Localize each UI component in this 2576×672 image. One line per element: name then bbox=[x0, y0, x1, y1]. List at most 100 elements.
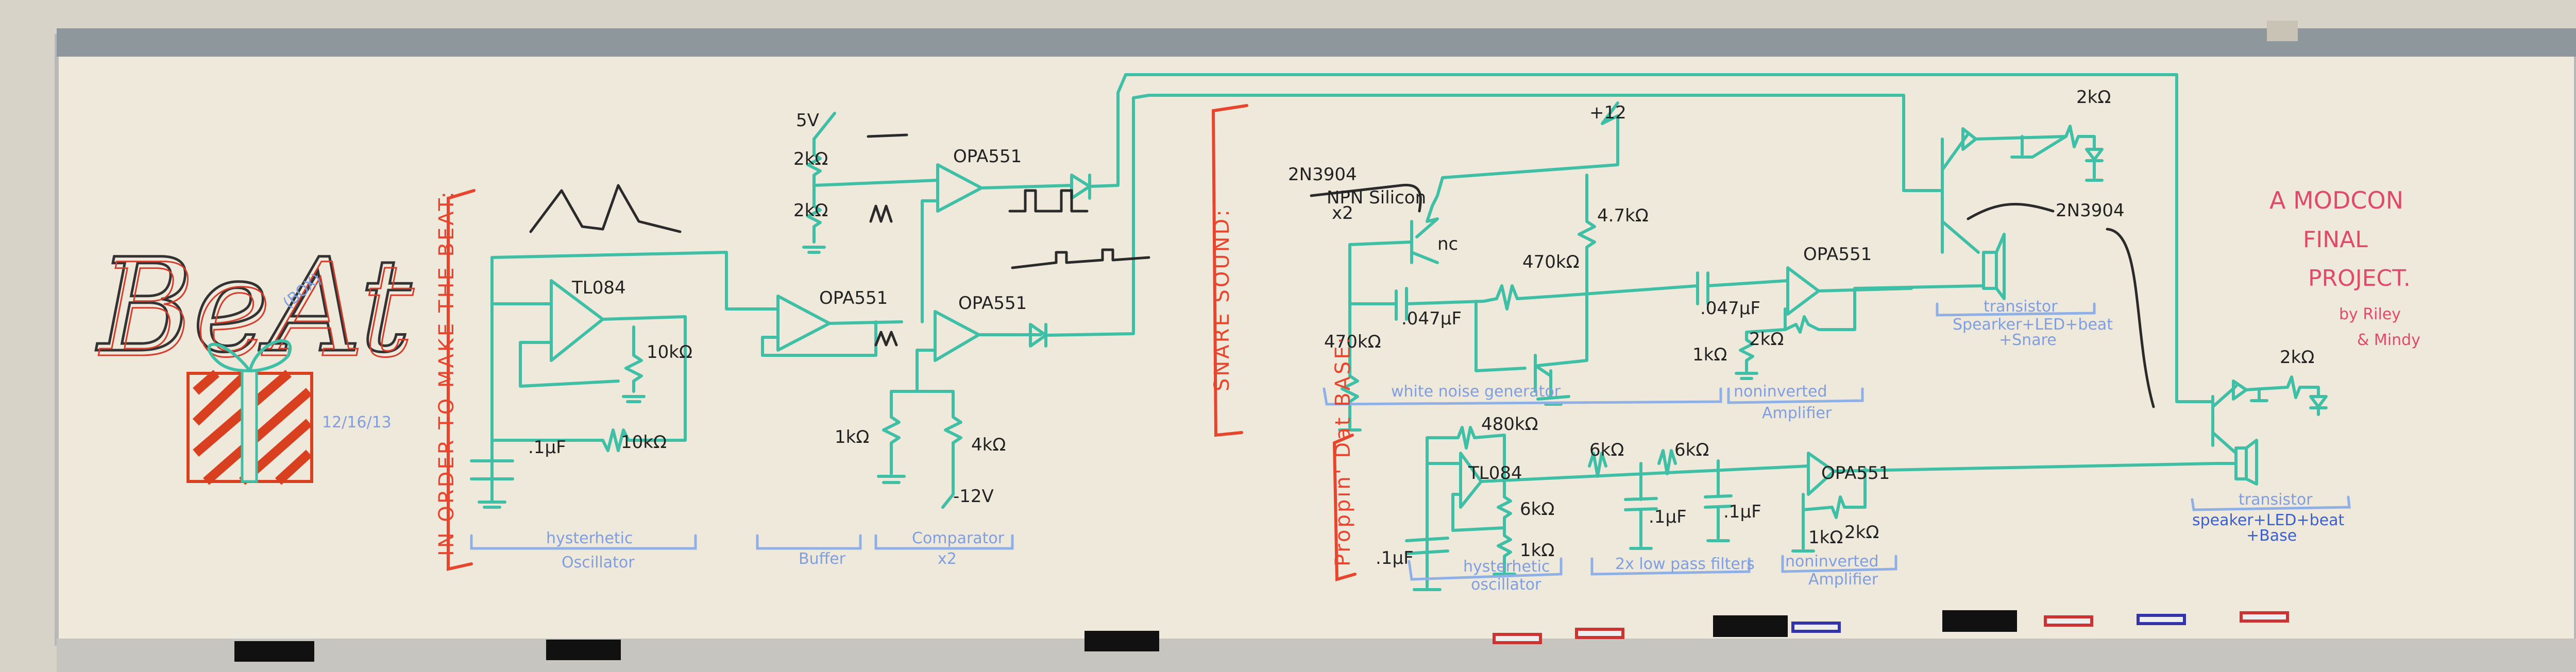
buffer-circuit: OPA551 bbox=[761, 288, 903, 357]
base-amp-opamp-label: OPA551 bbox=[1821, 463, 1890, 484]
stage1-resistor-label: 2kΩ bbox=[2076, 87, 2111, 108]
stage1-label3: +Snare bbox=[1999, 331, 2057, 349]
lp-r1-label: 6kΩ bbox=[1589, 440, 1624, 460]
eraser[interactable] bbox=[1713, 615, 1788, 637]
erasers bbox=[234, 610, 2017, 662]
base-cap-label: .1µF bbox=[1376, 548, 1414, 568]
label-hysteretic: hysterhetic bbox=[546, 529, 633, 547]
snare-gain-r2-label: 2kΩ bbox=[1749, 329, 1784, 350]
title-by: by Riley bbox=[2339, 305, 2401, 323]
base-opamp-label: TL084 bbox=[1468, 463, 1522, 484]
white-noise-generator-circuit: 2N3904 NPN Silicon x2 +12 nc 4.7kΩ 470kΩ… bbox=[1288, 101, 1913, 432]
rail-clip bbox=[2267, 21, 2298, 41]
snare-section: SNARE SOUND: 2N3904 NPN Silicon x2 +12 n… bbox=[1210, 101, 1913, 437]
stage1-transistor-label: 2N3904 bbox=[2056, 200, 2125, 221]
label-base-amp1: noninverted bbox=[1785, 553, 1879, 571]
comparator-r2-label: 4kΩ bbox=[971, 435, 1006, 455]
label-white-noise: white noise generator bbox=[1391, 383, 1561, 401]
output-stage-snare: 2kΩ 2N3904 transistor Spearker+LED+beat … bbox=[1853, 87, 2155, 408]
label-comparator-count: x2 bbox=[938, 550, 957, 568]
marker[interactable] bbox=[2044, 615, 2093, 627]
markers bbox=[1493, 611, 2289, 644]
title-line3: PROJECT. bbox=[2308, 265, 2411, 291]
logo-date: 12/16/13 bbox=[322, 413, 392, 432]
base-r1-label: 6kΩ bbox=[1520, 499, 1554, 520]
marker-tray bbox=[57, 639, 2576, 672]
snare-section-heading: SNARE SOUND: bbox=[1210, 208, 1234, 391]
base-section-heading: Proppin' Dat BASE: bbox=[1331, 335, 1355, 566]
hysteretic-oscillator-circuit: TL084 10kΩ 10kΩ .1µF bbox=[470, 251, 779, 509]
eraser[interactable] bbox=[1942, 610, 2017, 632]
title-line1: A MODCON bbox=[2269, 186, 2403, 214]
gift-box-icon bbox=[187, 339, 313, 485]
title-and: & Mindy bbox=[2357, 331, 2420, 349]
oscillator-opamp-label: TL084 bbox=[571, 278, 626, 298]
beat-section: IN ORDER TO MAKE THE BEAT: TL084 10kΩ 10… bbox=[435, 73, 2178, 572]
stage2-label2: speaker+LED+beat bbox=[2192, 511, 2345, 529]
comparator-top-opamp-label: OPA551 bbox=[953, 146, 1022, 167]
base-section: Proppin' Dat BASE: 480kΩ TL084 6kΩ 1kΩ .… bbox=[1331, 335, 2217, 594]
base-r2-label: 1kΩ bbox=[1520, 540, 1554, 561]
label-snare-amp1: noninverted bbox=[1734, 383, 1827, 401]
whiteboard bbox=[55, 34, 2576, 646]
beat-logo-text: BeAt bbox=[96, 231, 412, 381]
marker[interactable] bbox=[2240, 611, 2289, 623]
label-base-amp2: Amplifier bbox=[1808, 571, 1878, 589]
feedback-resistor-label: 10kΩ bbox=[621, 432, 667, 453]
eraser[interactable] bbox=[234, 641, 314, 662]
label-base-osc2: oscillator bbox=[1471, 576, 1541, 594]
marker[interactable] bbox=[2137, 614, 2186, 625]
top-rail bbox=[57, 28, 2576, 57]
cap1-label: .047µF bbox=[1401, 308, 1462, 329]
lp-c1-label: .1µF bbox=[1649, 507, 1687, 527]
label-low-pass: 2x low pass filters bbox=[1615, 555, 1755, 573]
stage1-label2: Spearker+LED+beat bbox=[1953, 316, 2113, 334]
output-stage-base: 2kΩ transistor speaker+LED+beat +Base bbox=[2175, 153, 2351, 545]
base-resistor-label: 470kΩ bbox=[1324, 332, 1381, 352]
collector-resistor-label: 4.7kΩ bbox=[1597, 205, 1649, 226]
transistor-type-label: NPN Silicon bbox=[1327, 187, 1426, 208]
cap2-label: .047µF bbox=[1700, 298, 1760, 319]
transistor-qty-label: x2 bbox=[1332, 203, 1353, 223]
base-amp-r1-label: 1kΩ bbox=[1808, 527, 1843, 548]
title-line2: FINAL bbox=[2303, 227, 2368, 253]
nc-label: nc bbox=[1437, 234, 1458, 254]
sawtooth-waveform bbox=[529, 184, 682, 233]
label-oscillator: Oscillator bbox=[562, 554, 635, 572]
base-feedback-resistor-label: 480kΩ bbox=[1481, 414, 1538, 435]
base-amp-r2-label: 2kΩ bbox=[1844, 522, 1879, 543]
pulse-waveform-1 bbox=[1008, 189, 1089, 213]
stage2-label1: transistor bbox=[2239, 491, 2313, 509]
marker[interactable] bbox=[1791, 622, 1841, 633]
eraser[interactable] bbox=[546, 640, 621, 660]
buffer-opamp-label: OPA551 bbox=[819, 288, 888, 308]
beat-box-logo: BeAt BeAt (BOX) 12/16/13 bbox=[95, 230, 415, 485]
lp-c2-label: .1µF bbox=[1723, 502, 1761, 522]
opamp-symbol bbox=[550, 279, 604, 362]
beat-logo-text-red: BeAt bbox=[98, 236, 414, 386]
snare-opamp-label: OPA551 bbox=[1803, 244, 1872, 265]
oscillator-cap-label: .1µF bbox=[528, 437, 566, 458]
bass-oscillator-circuit: 480kΩ TL084 6kΩ 1kΩ .1µF 6kΩ 6kΩ .1µF .1… bbox=[1376, 414, 2217, 591]
snare-transistor-label: 2N3904 bbox=[1288, 164, 1357, 185]
eraser[interactable] bbox=[1084, 631, 1159, 651]
pot-label: 10kΩ bbox=[647, 342, 692, 363]
label-buffer: Buffer bbox=[799, 550, 846, 568]
comparator-bottom-opamp-label: OPA551 bbox=[958, 293, 1027, 314]
label-comparator: Comparator bbox=[912, 529, 1005, 547]
comparator-supply-label: -12V bbox=[953, 486, 994, 507]
stage1-label1: transistor bbox=[1984, 298, 2058, 316]
bias-resistor-label: 470kΩ bbox=[1522, 252, 1580, 272]
label-snare-amp2: Amplifier bbox=[1762, 404, 1832, 422]
divider-r1-label: 2kΩ bbox=[793, 149, 828, 169]
comparator-r1-label: 1kΩ bbox=[835, 427, 869, 447]
snare-supply-label: +12 bbox=[1589, 102, 1626, 123]
marker[interactable] bbox=[1493, 633, 1542, 644]
project-title-block: A MODCON FINAL PROJECT. by Riley & Mindy bbox=[2269, 186, 2420, 349]
lp-r2-label: 6kΩ bbox=[1674, 440, 1709, 460]
label-base-osc1: hysterhetic bbox=[1463, 558, 1550, 576]
stage2-resistor-label: 2kΩ bbox=[2280, 347, 2314, 368]
divider-supply-label: 5V bbox=[796, 110, 819, 131]
marker[interactable] bbox=[1575, 628, 1624, 639]
